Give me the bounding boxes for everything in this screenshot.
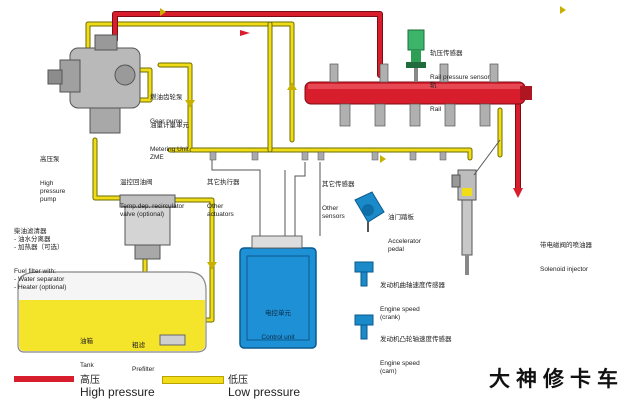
label-fuel-filter: 柴油滤清器 - 油水分离器 - 加热器（可选） Fuel filter with… [14, 228, 67, 291]
pump-icon [47, 34, 141, 134]
legend-low-swatch [162, 376, 224, 384]
legend-low-en: Low pressure [228, 385, 301, 399]
label-other-actuators: 其它执行器 Other actuators [207, 179, 240, 218]
label-control-unit: 电控单元 Control unit [261, 310, 295, 341]
label-rail: 轨 Rail [430, 82, 442, 113]
label-temp-valve: 温控回油阀 Temp.dep. recirculator valve (opti… [120, 179, 185, 218]
watermark: 大神修卡车 [489, 366, 624, 391]
label-engine-speed-cam: 发动机凸轮轴速度传感器 Engine speed (cam) [380, 336, 452, 375]
label-prefilter: 粗滤 Prefilter [132, 342, 155, 373]
legend-high-zh: 高压 [80, 375, 100, 386]
filter-icon [119, 194, 176, 260]
label-engine-speed-crank: 发动机曲轴速度传感器 Engine speed (crank) [380, 282, 445, 321]
injector-icon [451, 169, 477, 275]
label-gear-pump: 燃油齿轮泵 Gear pump [150, 94, 183, 125]
arrow-icon [240, 30, 250, 36]
label-high-pressure-pump: 高压泵 High pressure pump [40, 156, 66, 203]
label-solenoid-injector: 带电磁阀的喷油器 Solenoid injector [540, 242, 592, 273]
pedal-icon [354, 191, 385, 232]
arrow-icon [287, 82, 297, 90]
legend-low-zh: 低压 [228, 375, 248, 386]
tank [17, 271, 207, 353]
legend-high-en: High pressure [80, 385, 155, 399]
sensor-icon [354, 261, 374, 287]
label-other-sensors: 其它传感器 Other sensors [322, 181, 355, 220]
sensor-icon [354, 314, 374, 340]
label-rail-pressure-sensor: 轨压传感器 Rail pressure sensor [430, 50, 490, 81]
rail-pressure-sensor-icon [406, 29, 426, 82]
label-metering-unit: 油量计量单元 Metering Unit ZME [150, 122, 189, 161]
arrow-icon [513, 188, 523, 198]
label-accelerator-pedal: 油门踏板 Accelerator pedal [388, 214, 421, 253]
control-unit [239, 235, 317, 349]
rail [304, 81, 532, 105]
legend-high-swatch [14, 376, 74, 382]
label-tank: 油箱 Tank [80, 338, 94, 369]
